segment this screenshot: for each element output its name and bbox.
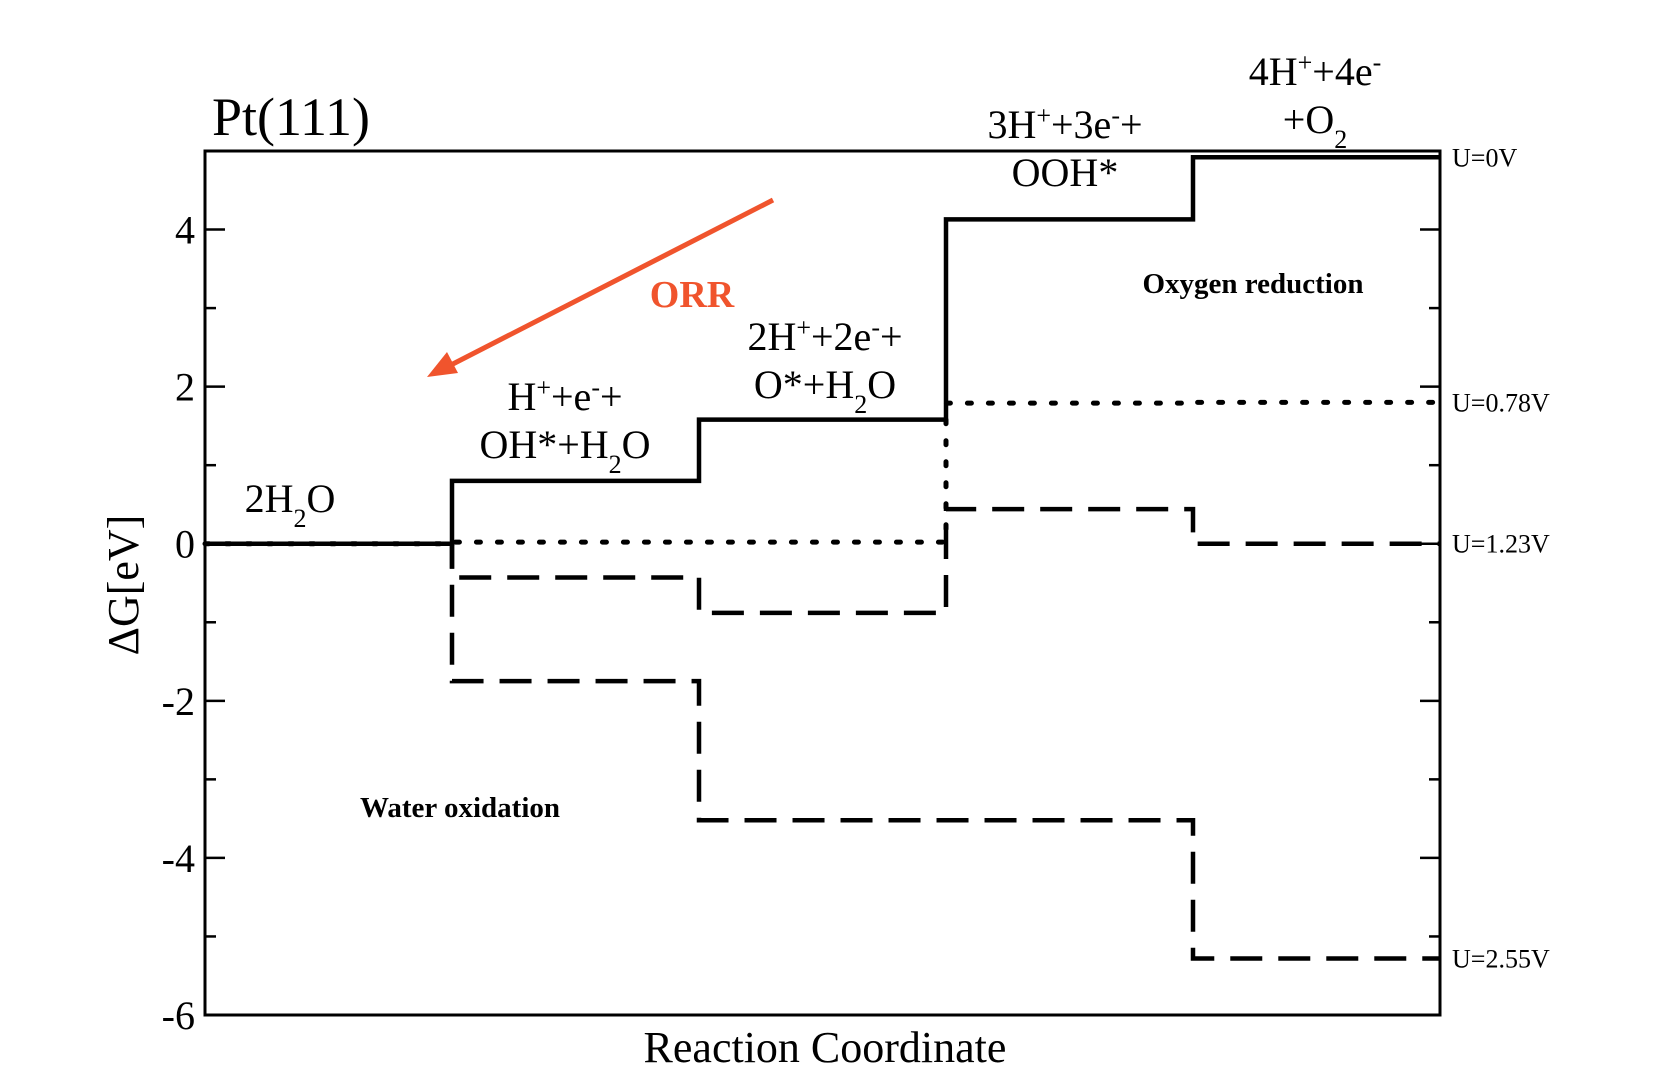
y-tick-label: -6	[162, 993, 195, 1038]
label-fragment: +2e	[811, 314, 871, 359]
step-label: OH*+H2O	[479, 422, 650, 479]
label-fragment: +	[1036, 101, 1051, 130]
label-fragment: -	[1111, 101, 1120, 130]
water-oxidation-label: Water oxidation	[360, 792, 560, 824]
y-axis-title: ΔG[eV]	[99, 515, 148, 656]
potential-label: U=0V	[1452, 143, 1517, 172]
orr-arrowhead	[427, 352, 458, 377]
series-layer	[202, 155, 1443, 961]
chart-title: Pt(111)	[212, 87, 370, 147]
series-line-u255v	[205, 541, 1440, 961]
y-tick-label: 4	[175, 208, 195, 253]
label-fragment: +e	[551, 374, 591, 419]
potential-label: U=2.55V	[1452, 944, 1550, 973]
plot-frame	[203, 149, 1442, 1017]
label-fragment: 3H	[987, 102, 1036, 147]
label-fragment: 2	[294, 504, 307, 533]
label-fragment: O*+H	[754, 362, 854, 407]
label-fragment: -	[1373, 48, 1382, 77]
step-label: 4H++4e-	[1249, 48, 1382, 95]
label-fragment: -	[591, 373, 600, 402]
label-fragment: O	[867, 362, 896, 407]
label-fragment: +	[1120, 102, 1143, 147]
potential-label: U=0.78V	[1452, 388, 1550, 417]
label-fragment: 2	[1334, 125, 1347, 154]
label-fragment: H	[507, 374, 536, 419]
step-label: 2H2O	[245, 476, 336, 533]
oxygen-reduction-label: Oxygen reduction	[1143, 268, 1364, 300]
y-tick-label: 2	[175, 365, 195, 410]
step-label: 2H++2e-+	[747, 313, 902, 360]
label-fragment: +O	[1283, 97, 1334, 142]
label-fragment: OOH*	[1012, 150, 1119, 195]
potential-label: U=1.23V	[1452, 530, 1550, 559]
series-line-u078v	[202, 399, 1443, 547]
orr-label: ORR	[650, 274, 735, 316]
label-layer: U=0VU=0.78VU=1.23VU=2.55V2H2OH++e-+OH*+H…	[245, 48, 1550, 974]
step-label: H++e-+	[507, 373, 622, 420]
label-fragment: O	[307, 476, 336, 521]
label-fragment: OH*+H	[479, 422, 608, 467]
label-fragment: +3e	[1051, 102, 1111, 147]
x-axis-title: Reaction Coordinate	[644, 1023, 1007, 1072]
label-fragment: +	[796, 313, 811, 342]
label-fragment: 2H	[245, 476, 294, 521]
label-fragment: +	[1298, 48, 1313, 77]
label-fragment: 2	[609, 450, 622, 479]
label-fragment: 4H	[1249, 49, 1298, 94]
y-tick-label: -2	[162, 679, 195, 724]
step-label: O*+H2O	[754, 362, 896, 419]
step-label: +O2	[1283, 97, 1347, 154]
label-fragment: +4e	[1312, 49, 1372, 94]
plot-frame-layer: 420-2-4-6	[162, 149, 1442, 1038]
series-line-u123v	[205, 506, 1440, 616]
label-fragment: -	[871, 313, 880, 342]
step-label: OOH*	[1012, 150, 1119, 195]
label-fragment: +	[880, 314, 903, 359]
y-tick-label: 0	[175, 522, 195, 567]
label-fragment: 2H	[747, 314, 796, 359]
label-fragment: 2	[854, 390, 867, 419]
series-line-u0v	[205, 155, 1440, 546]
label-fragment: +	[600, 374, 623, 419]
step-label: 3H++3e-+	[987, 101, 1142, 148]
y-tick-label: -4	[162, 836, 195, 881]
label-fragment: +	[536, 373, 551, 402]
label-fragment: O	[622, 422, 651, 467]
orr-arrow	[445, 197, 775, 370]
